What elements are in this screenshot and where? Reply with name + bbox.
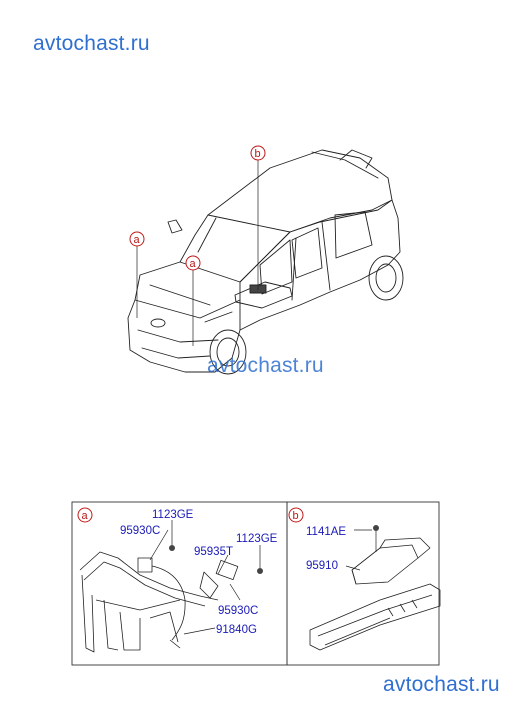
callout-a-2-label: a <box>190 258 197 270</box>
callout-b: b <box>250 145 266 161</box>
svg-text:a: a <box>82 510 89 522</box>
panel-b-label: b <box>288 507 304 523</box>
watermark-top: avtochast.ru <box>33 32 150 55</box>
part-95935T: 95935T <box>194 546 233 558</box>
panel-a-leaders <box>149 520 261 635</box>
panel-b-frame <box>286 501 440 666</box>
car-drawing <box>127 149 404 375</box>
panel-a-label: a <box>77 507 93 523</box>
part-95910: 95910 <box>306 560 338 572</box>
svg-text:b: b <box>293 510 299 522</box>
part-95930C-a: 95930C <box>120 525 160 537</box>
part-1123GE-b: 1123GE <box>236 533 278 545</box>
part-91840G: 91840G <box>216 624 257 636</box>
callout-b-label: b <box>255 148 261 160</box>
watermark-middle: avtochast.ru <box>207 354 324 377</box>
panel-b-drawing <box>309 537 441 651</box>
panel-b-leaders <box>345 529 377 571</box>
part-95930C-b: 95930C <box>218 605 258 617</box>
part-1141AE: 1141AE <box>306 526 346 538</box>
callout-a-1: a <box>129 231 145 247</box>
panel-a-drawing <box>79 551 239 653</box>
watermark-bottom: avtochast.ru <box>383 673 500 696</box>
part-1123GE-a: 1123GE <box>152 509 194 521</box>
callout-a-2: a <box>185 255 201 271</box>
callout-a-1-label: a <box>134 234 141 246</box>
